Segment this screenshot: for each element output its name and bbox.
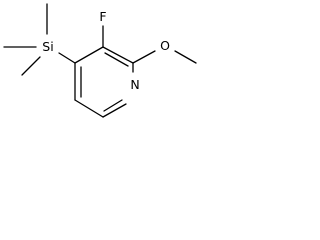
bond-c3-c2 <box>102 46 134 64</box>
atom-label-oxygen: O <box>160 38 170 53</box>
atom-label-fluorine: F <box>99 9 106 24</box>
bond-n-c6-inner <box>103 99 123 112</box>
pyridine-ring <box>74 46 134 118</box>
bond-si-methyl-lower <box>21 56 41 76</box>
atom-label-nitrogen: N <box>130 77 139 92</box>
bond-c6-c5 <box>74 99 104 118</box>
bond-c4-c3 <box>74 46 104 64</box>
bond-n-c6 <box>102 103 127 118</box>
bond-o-methyl <box>174 50 197 64</box>
bond-c4-si <box>58 52 76 64</box>
atom-labels: F Si N O <box>42 9 170 92</box>
bond-c3-c2-inner <box>104 52 129 67</box>
bond-c2-o <box>132 50 156 64</box>
chemical-structure: F Si N O <box>3 3 197 118</box>
atom-label-silicon: Si <box>42 39 53 54</box>
substituent-bonds <box>3 3 197 76</box>
